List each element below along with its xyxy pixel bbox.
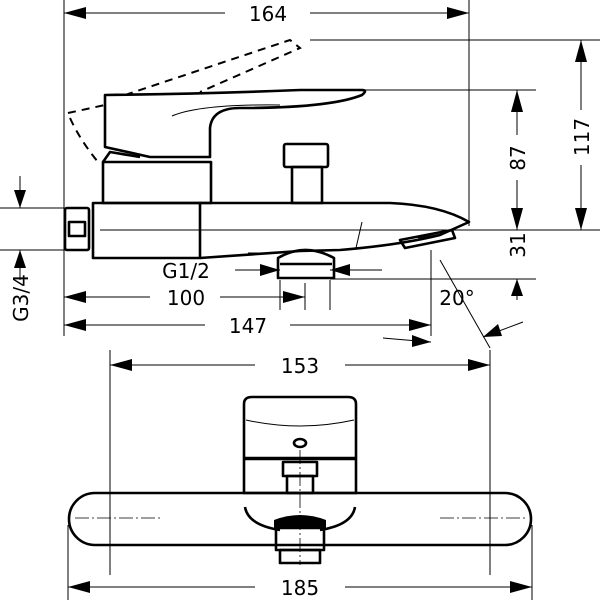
- dimension-label: 100: [167, 286, 205, 310]
- side-view: 164 117 87 31 G3/4: [0, 0, 600, 349]
- dimension-label: G1/2: [162, 259, 210, 283]
- dimension-185: 185: [68, 576, 532, 600]
- faucet-side-outline: [63, 38, 471, 280]
- top-view: 153 185: [67, 350, 533, 600]
- dimension-100: 100: [64, 286, 305, 310]
- dimension-label: 117: [570, 118, 594, 156]
- dimension-label: G3/4: [9, 274, 33, 322]
- dimension-147: 147: [64, 314, 431, 338]
- dimension-164: 164: [64, 2, 469, 26]
- dimension-label: 31: [506, 232, 530, 257]
- dimension-label: 20°: [439, 286, 474, 310]
- dimension-angle-20: 20°: [382, 259, 524, 349]
- dimension-31: 31: [506, 232, 530, 300]
- dimension-153: 153: [110, 354, 490, 378]
- dimension-label: 147: [229, 314, 267, 338]
- dimension-label: 185: [281, 576, 319, 600]
- dimension-87: 87: [506, 90, 530, 230]
- dimension-g1-2: G1/2: [162, 259, 382, 283]
- dimension-label: 153: [281, 354, 319, 378]
- dimension-label: 87: [506, 145, 530, 170]
- dimension-117: 117: [570, 40, 594, 230]
- faucet-top-outline: [67, 395, 533, 565]
- dimension-g3-4: G3/4: [9, 176, 33, 322]
- dimension-label: 164: [249, 2, 287, 26]
